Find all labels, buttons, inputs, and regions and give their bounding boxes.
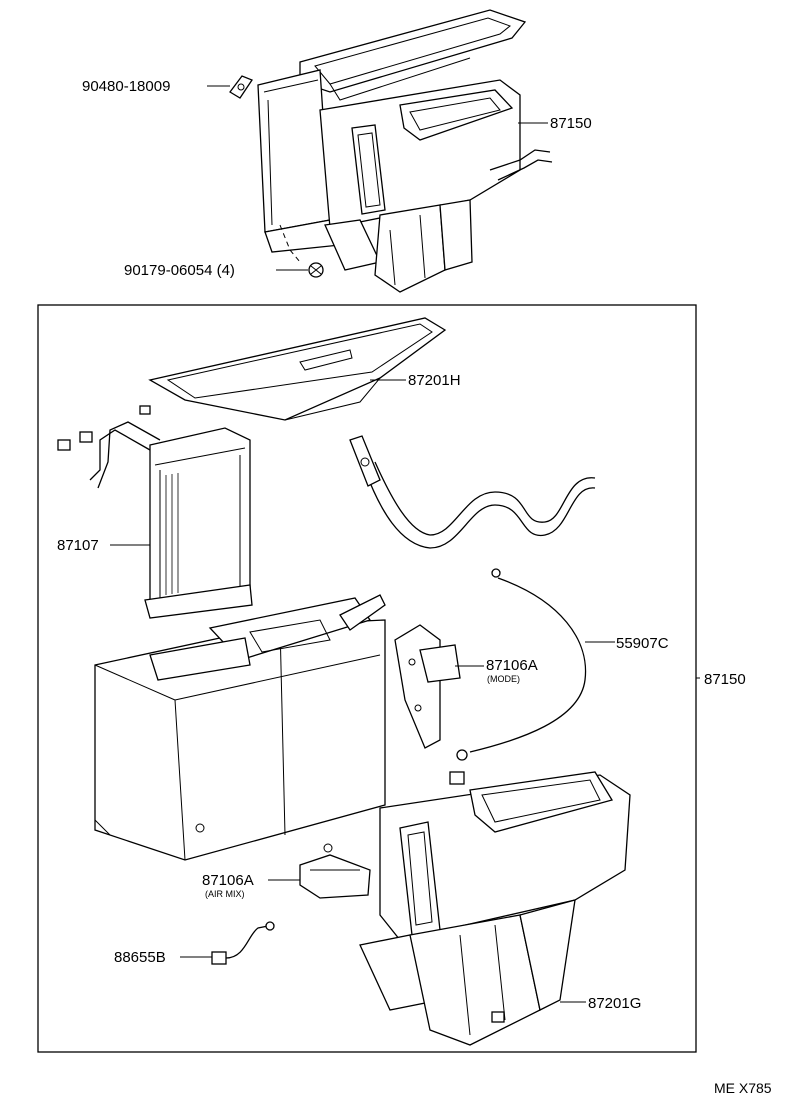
part-label-87106a-air-mix[interactable]: 87106A: [202, 872, 254, 889]
part-label-87150-top[interactable]: 87150: [550, 115, 592, 132]
part-label-55907c[interactable]: 55907C: [616, 635, 669, 652]
part-87106a-air-mix-actuator: [299, 843, 371, 899]
part-sublabel-air-mix: (AIR MIX): [205, 889, 245, 899]
part-label-87150-frame[interactable]: 87150: [704, 671, 746, 688]
part-55907c-cable: [456, 568, 587, 761]
part-87201g-blower-case: [359, 771, 631, 1046]
part-88655b-sensor: [211, 921, 275, 965]
heater-hose: [349, 435, 596, 549]
part-87201h-duct: [148, 317, 447, 421]
part-label-87201g[interactable]: 87201G: [588, 995, 641, 1012]
part-label-88655b[interactable]: 88655B: [114, 949, 166, 966]
part-87106a-mode-actuator: [394, 624, 461, 749]
part-label-90179-06054[interactable]: 90179-06054 (4): [124, 262, 235, 279]
part-label-87201h[interactable]: 87201H: [408, 372, 461, 389]
diagram-reference-code: ME X785: [714, 1080, 772, 1096]
part-87107-heater-core: [57, 405, 253, 619]
part-sublabel-mode: (MODE): [487, 674, 520, 684]
part-label-87107[interactable]: 87107: [57, 537, 99, 554]
heater-case-left: [94, 594, 386, 861]
leader-lines-top: [207, 85, 548, 271]
part-label-87106a-mode[interactable]: 87106A: [486, 657, 538, 674]
heater-assembly-overview: [229, 9, 553, 293]
part-label-90480-18009[interactable]: 90480-18009: [82, 78, 170, 95]
